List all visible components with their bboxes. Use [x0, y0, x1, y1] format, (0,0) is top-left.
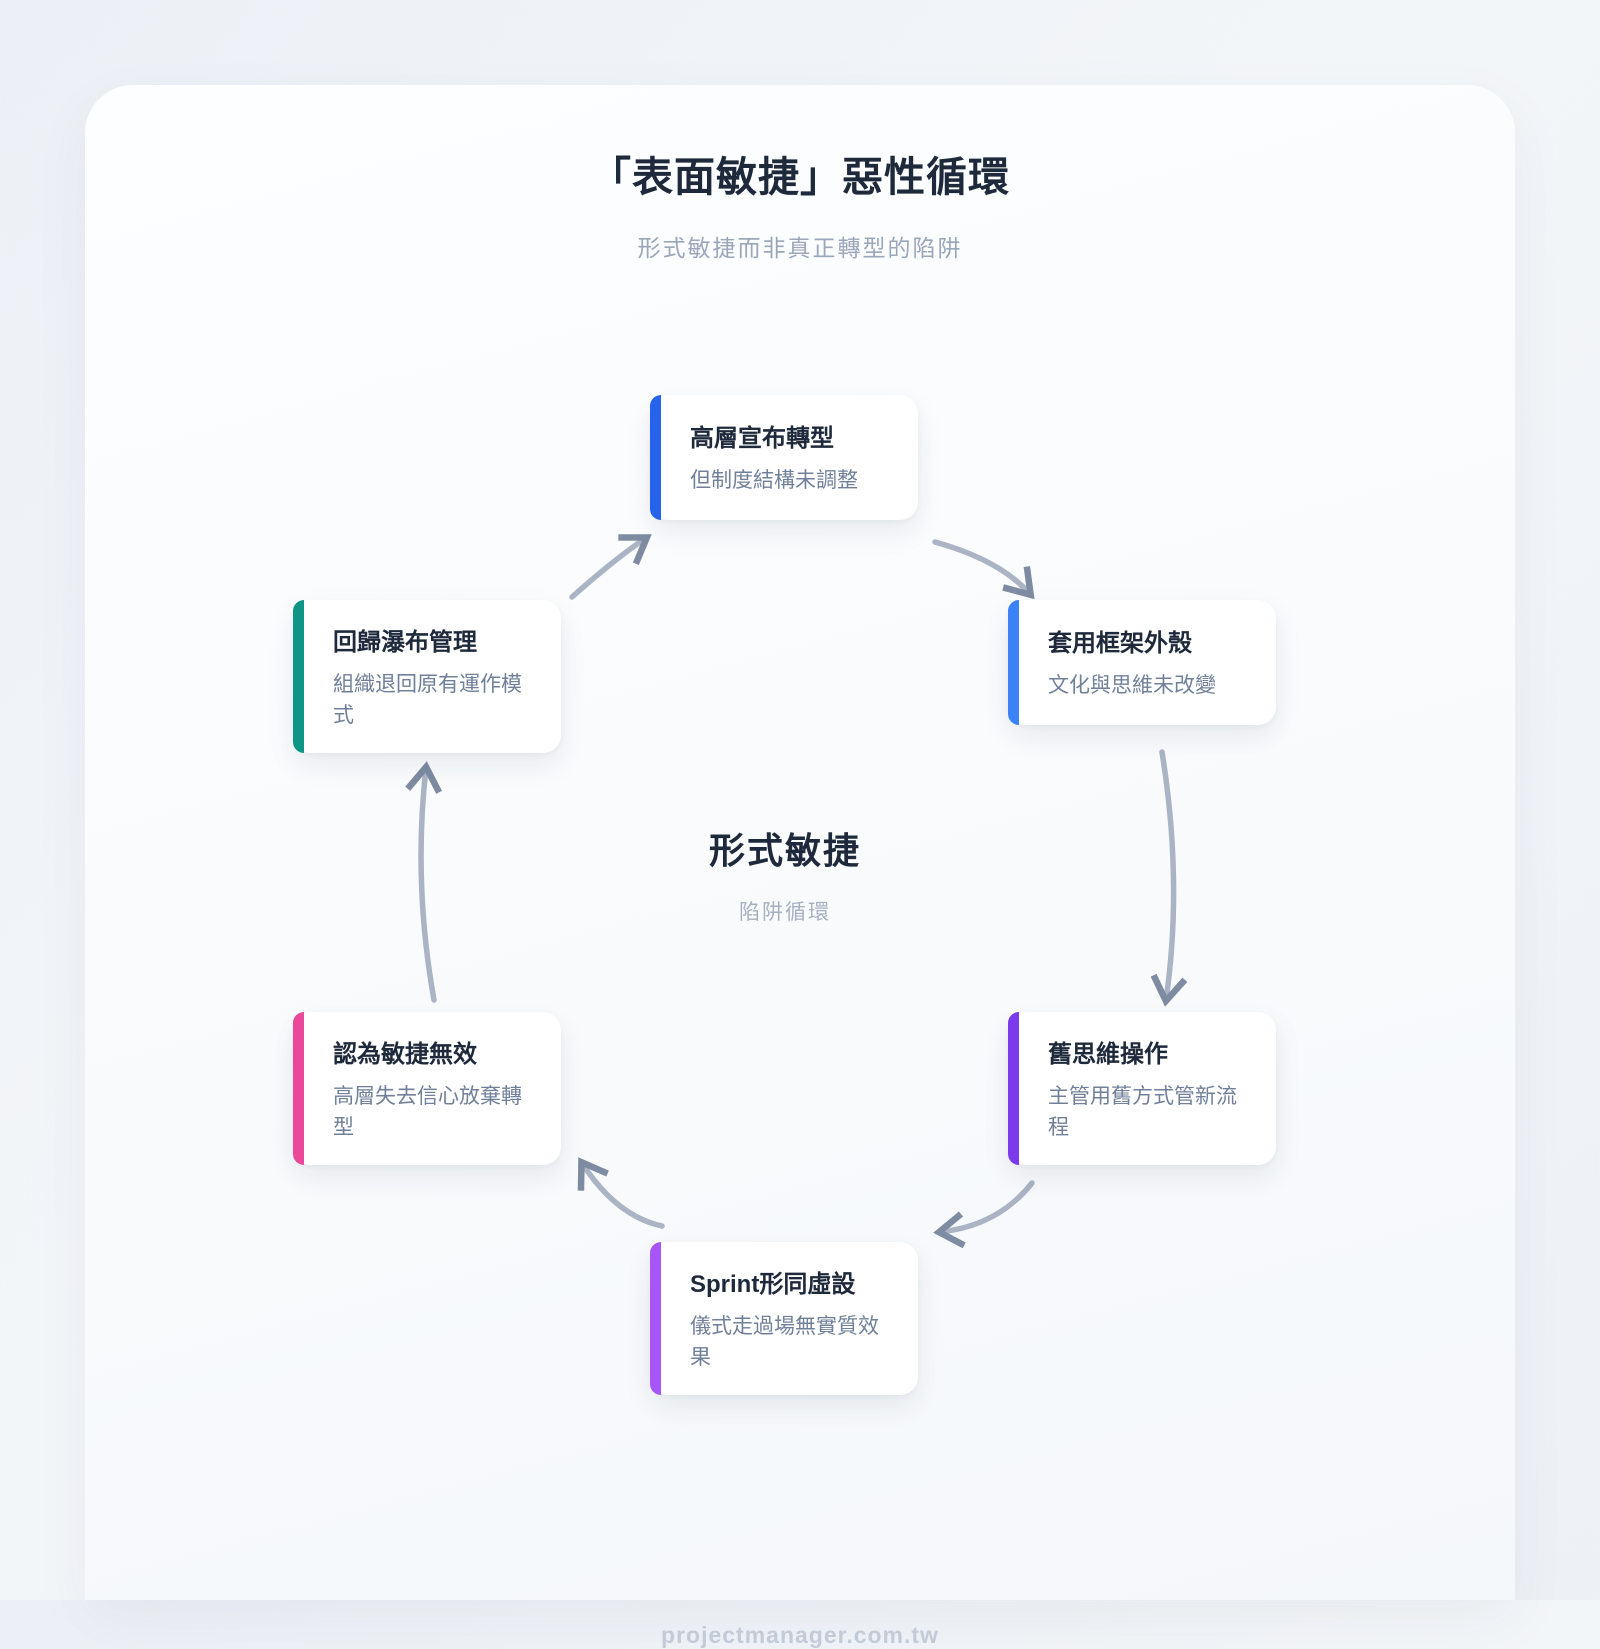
arrow-leftbottom-to-lefttop [405, 761, 443, 1003]
node-accent-bar [293, 600, 304, 753]
node-accent-bar [293, 1012, 304, 1165]
node-title: 高層宣布轉型 [690, 425, 834, 453]
node-accent-bar [650, 1242, 661, 1395]
node-accent-bar [1008, 600, 1019, 725]
node-agile-deemed-useless: 認為敏捷無效 高層失去信心放棄轉型 [293, 1012, 561, 1165]
cycle-diagram: 高層宣布轉型 但制度結構未調整 套用框架外殼 文化與思維未改變 舊思維操作 主管… [293, 395, 1276, 1395]
node-accent-bar [1008, 1012, 1019, 1165]
node-accent-bar [650, 395, 661, 520]
node-description: 但制度結構未調整 [690, 469, 858, 493]
node-title: 認為敏捷無效 [333, 1041, 477, 1069]
arrow-bottom-to-leftbottom [577, 1157, 665, 1229]
arrow-rightbottom-to-bottom [933, 1180, 1035, 1249]
node-sprint-in-name-only: Sprint形同虛設 儀式走過場無實質效果 [650, 1242, 918, 1395]
page-title: 「表面敏捷」惡性循環 [590, 154, 1010, 200]
footer-site-label: projectmanager.com.tw [661, 1622, 939, 1648]
node-description: 高層失去信心放棄轉型 [333, 1085, 522, 1139]
node-description: 組織退回原有運作模式 [333, 673, 522, 727]
node-announce-transformation: 高層宣布轉型 但制度結構未調整 [650, 395, 918, 520]
node-title: 回歸瀑布管理 [333, 629, 477, 657]
node-return-to-waterfall: 回歸瀑布管理 組織退回原有運作模式 [293, 600, 561, 753]
arrow-lefttop-to-top [569, 534, 652, 600]
node-description: 主管用舊方式管新流程 [1048, 1085, 1237, 1139]
cycle-center-label: 形式敏捷 陷阱循環 [635, 822, 935, 926]
node-framework-shell: 套用框架外殼 文化與思維未改變 [1008, 600, 1276, 725]
cycle-center-title: 形式敏捷 [708, 830, 861, 871]
node-title: 舊思維操作 [1048, 1041, 1168, 1069]
node-description: 儀式走過場無實質效果 [690, 1315, 879, 1369]
arrow-righttop-to-rightbottom [1150, 749, 1188, 1007]
node-description: 文化與思維未改變 [1048, 674, 1216, 698]
arrow-top-to-righttop [932, 539, 1035, 600]
footer-divider [225, 1606, 1375, 1607]
node-old-mindset: 舊思維操作 主管用舊方式管新流程 [1008, 1012, 1276, 1165]
node-title: 套用框架外殼 [1048, 630, 1192, 658]
cycle-center-subtitle: 陷阱循環 [739, 901, 831, 924]
header: 「表面敏捷」惡性循環 形式敏捷而非真正轉型的陷阱 [85, 143, 1515, 263]
node-title: Sprint形同虛設 [690, 1271, 856, 1299]
cycle-arrows [405, 534, 1188, 1249]
page-subtitle: 形式敏捷而非真正轉型的陷阱 [637, 235, 963, 261]
